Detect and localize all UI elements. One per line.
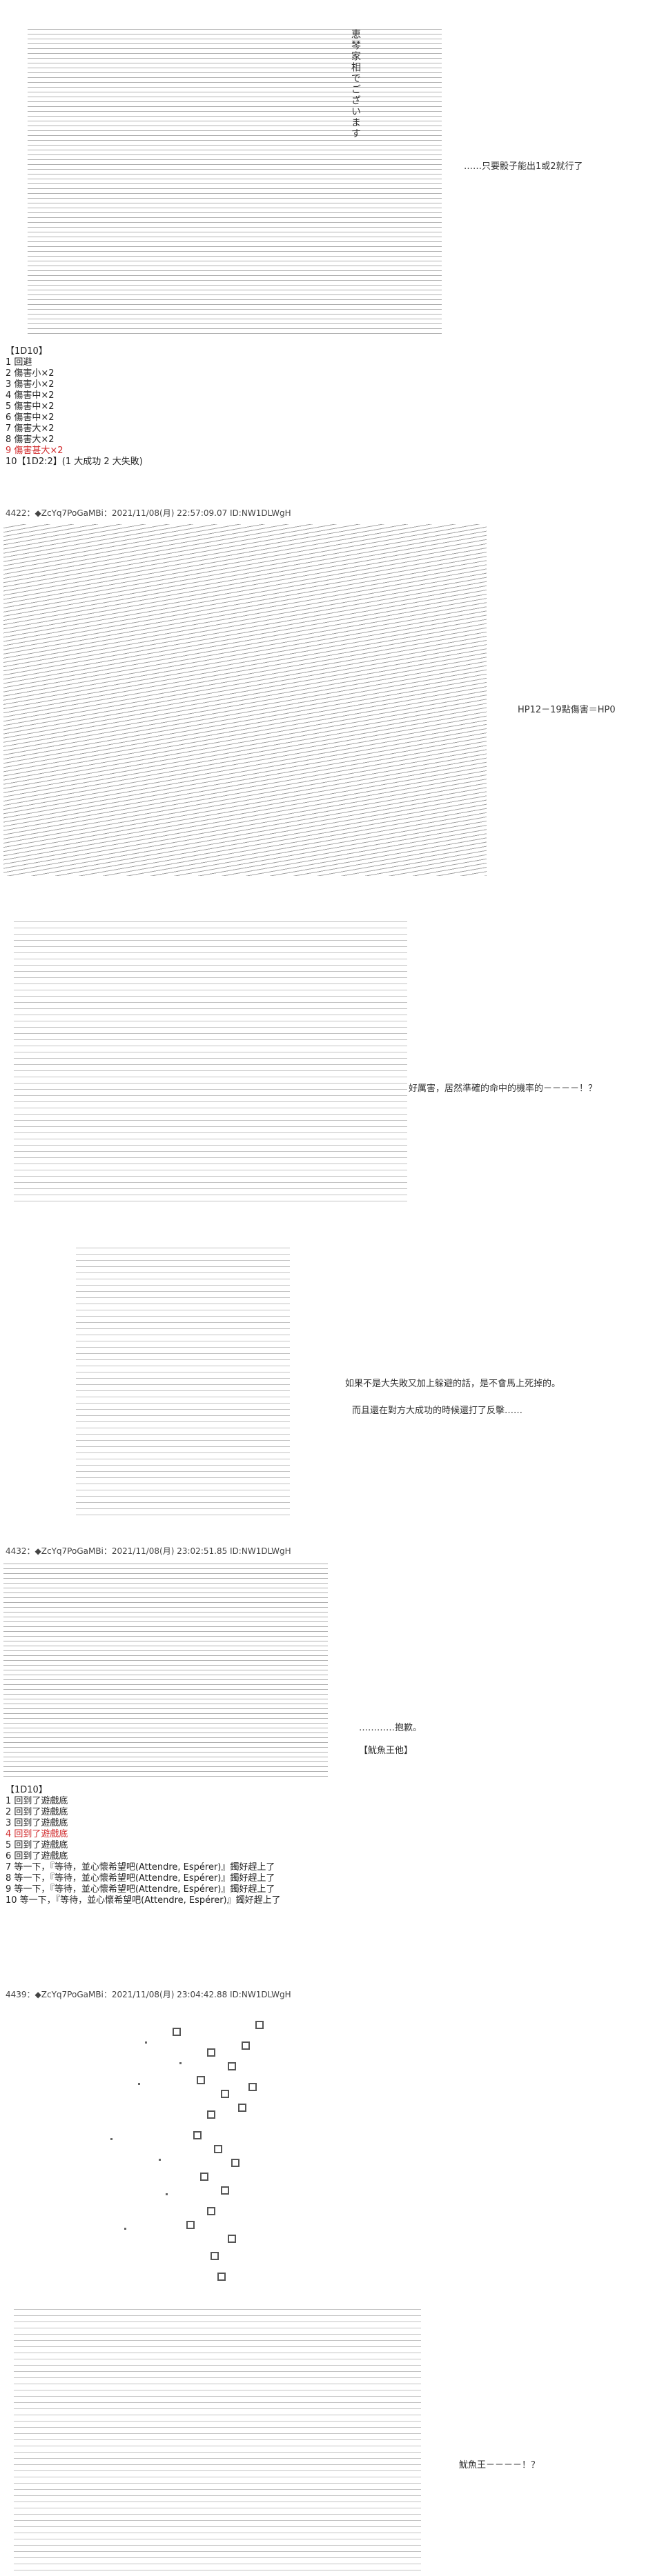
roll-row: 2 傷害小×2	[6, 368, 55, 379]
post-header-1: 4422：◆ZcYq7PoGaMBi：2021/11/08(月) 22:57:0…	[6, 508, 291, 518]
roll-row: 3 傷害小×2	[6, 379, 55, 390]
panel-6	[0, 2000, 655, 2290]
roll-header: 【1D10】	[6, 1785, 48, 1795]
roll-row: 1 回到了遊戲底	[6, 1796, 68, 1806]
roll-row: 8 傷害大×2	[6, 435, 55, 445]
aa-art-explosion	[3, 524, 487, 876]
vertical-speech: 恵琴家相でございます	[350, 29, 361, 139]
particle-square	[211, 2252, 219, 2260]
particle-dot	[138, 2083, 140, 2085]
particle-dot	[159, 2159, 161, 2161]
apology-dialog: …………抱歉。	[359, 1723, 422, 1733]
particle-square	[207, 2110, 215, 2119]
aa-art-squid-on-boat	[28, 28, 442, 338]
roll-row: 4 傷害中×2	[6, 390, 55, 401]
roll-row: 7 傷害大×2	[6, 423, 55, 434]
aa-art-character-thinking	[76, 1245, 290, 1521]
roll-header: 【1D10】	[6, 346, 48, 357]
particle-square	[228, 2235, 236, 2243]
particle-dot	[110, 2138, 113, 2140]
particle-square	[248, 2083, 257, 2091]
roll-row: 2 回到了遊戲底	[6, 1807, 68, 1817]
particle-square	[238, 2104, 246, 2112]
particle-square	[231, 2159, 239, 2167]
particle-square	[214, 2145, 222, 2153]
explain-dialog-1: 如果不是大失敗又加上躲避的話，是不會馬上死掉的。	[345, 1379, 561, 1389]
roll-row: 10 等一下，『等待，並心懷希望吧(Attendre, Espérer)』鐲好趕…	[6, 1895, 281, 1906]
particle-square	[207, 2048, 215, 2057]
particle-square	[221, 2186, 229, 2195]
particle-square	[173, 2028, 181, 2036]
dialog-line: ……只要骰子能出1或2就行了	[464, 161, 583, 172]
particle-square	[221, 2090, 229, 2098]
roll-row: 10【1D2:2】(1 大成功 2 大失敗)	[6, 457, 143, 467]
explain-dialog-2: 而且還在對方大成功的時候還打了反擊……	[352, 1406, 523, 1416]
hp-dialog: HP12－19點傷害＝HP0	[518, 705, 616, 715]
roll-row: 6 傷害中×2	[6, 412, 55, 423]
post-header-2: 4432：◆ZcYq7PoGaMBi：2021/11/08(月) 23:02:5…	[6, 1546, 291, 1556]
roll-row: 9 傷害甚大×2	[6, 446, 63, 456]
particle-square	[242, 2041, 250, 2050]
particle-dot	[166, 2193, 168, 2195]
particle-square	[228, 2062, 236, 2070]
speaker-label: 【魷魚王他】	[359, 1746, 413, 1756]
particle-dot	[124, 2228, 126, 2230]
roll-row: 7 等一下，『等待，並心懷希望吧(Attendre, Espérer)』鐲好趕上…	[6, 1862, 275, 1873]
particle-square	[217, 2273, 226, 2281]
roll-row: 9 等一下，『等待，並心懷希望吧(Attendre, Espérer)』鐲好趕上…	[6, 1884, 275, 1895]
roll-row: 5 傷害中×2	[6, 401, 55, 412]
roll-row: 3 回到了遊戲底	[6, 1818, 68, 1828]
particle-dot	[145, 2041, 147, 2044]
particle-square	[193, 2131, 202, 2139]
roll-row: 1 回避	[6, 357, 32, 368]
particle-square	[200, 2173, 208, 2181]
aa-art-squid-king	[3, 1560, 328, 1781]
particle-square	[255, 2021, 264, 2029]
roll-row: 5 回到了遊戲底	[6, 1840, 68, 1850]
particle-square	[207, 2207, 215, 2215]
post-header-3: 4439：◆ZcYq7PoGaMBi：2021/11/08(月) 23:04:4…	[6, 1990, 291, 1999]
aa-art-character-shocked	[14, 2304, 421, 2576]
roll-row: 4 回到了遊戲底	[6, 1829, 68, 1839]
roll-row: 6 回到了遊戲底	[6, 1851, 68, 1861]
surprise-dialog: 好厲害，居然準確的命中的機率的－－－－！？	[409, 1084, 598, 1094]
shock-dialog: 魷魚王－－－－！？	[459, 2460, 540, 2470]
particle-square	[197, 2076, 205, 2084]
roll-row: 8 等一下，『等待，並心懷希望吧(Attendre, Espérer)』鐲好趕上…	[6, 1873, 275, 1884]
aa-art-character-surprised	[14, 917, 407, 1207]
particle-square	[186, 2221, 195, 2229]
particle-dot	[179, 2062, 182, 2064]
